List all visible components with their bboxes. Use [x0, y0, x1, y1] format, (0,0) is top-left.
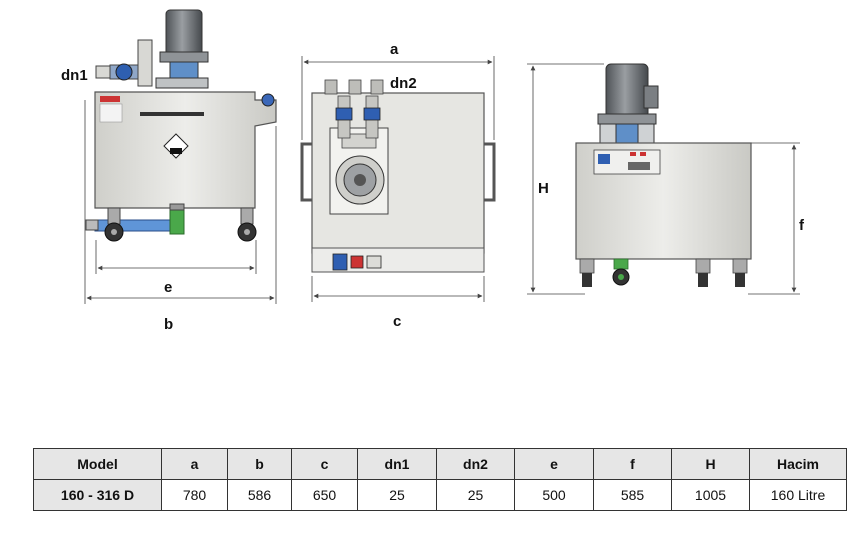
table-cell: 25	[357, 479, 437, 511]
label-a: a	[390, 41, 399, 58]
header-cell: dn2	[436, 448, 515, 480]
table-cell: 780	[161, 479, 228, 511]
side-view	[85, 9, 277, 242]
header-cell: b	[227, 448, 292, 480]
label-e: e	[164, 279, 172, 296]
header-cell: dn1	[357, 448, 437, 480]
dimension-lines-front	[527, 63, 800, 295]
header-cell: H	[671, 448, 750, 480]
front-view	[575, 63, 752, 287]
header-cell: f	[593, 448, 672, 480]
label-H: H	[538, 180, 549, 197]
table-row: 160 - 316 D 780 586 650 25 25 500 585 10…	[33, 479, 847, 511]
table-cell: 500	[514, 479, 594, 511]
table-cell: 1005	[671, 479, 750, 511]
table-cell: 25	[436, 479, 515, 511]
table-cell: 160 Litre	[749, 479, 847, 511]
label-dn2: dn2	[390, 75, 417, 92]
table-header-row: Model a b c dn1 dn2 e f H Hacim	[33, 448, 847, 480]
dimension-lines-top	[301, 56, 495, 302]
header-cell: c	[291, 448, 358, 480]
table-cell: 160 - 316 D	[33, 479, 162, 511]
label-c: c	[393, 313, 401, 330]
label-b: b	[164, 316, 173, 333]
header-cell: Hacim	[749, 448, 847, 480]
label-f: f	[799, 217, 805, 234]
table-cell: 585	[593, 479, 672, 511]
header-cell: e	[514, 448, 594, 480]
technical-drawing: dn1 e b a dn2 c H f	[61, 9, 805, 333]
label-dn1: dn1	[61, 67, 88, 84]
table-cell: 586	[227, 479, 292, 511]
specification-table: Model a b c dn1 dn2 e f H Hacim 160 - 31…	[33, 448, 847, 511]
dimension-lines-side	[84, 100, 277, 304]
header-cell: Model	[33, 448, 162, 480]
table-cell: 650	[291, 479, 358, 511]
header-cell: a	[161, 448, 228, 480]
top-view	[300, 79, 496, 273]
